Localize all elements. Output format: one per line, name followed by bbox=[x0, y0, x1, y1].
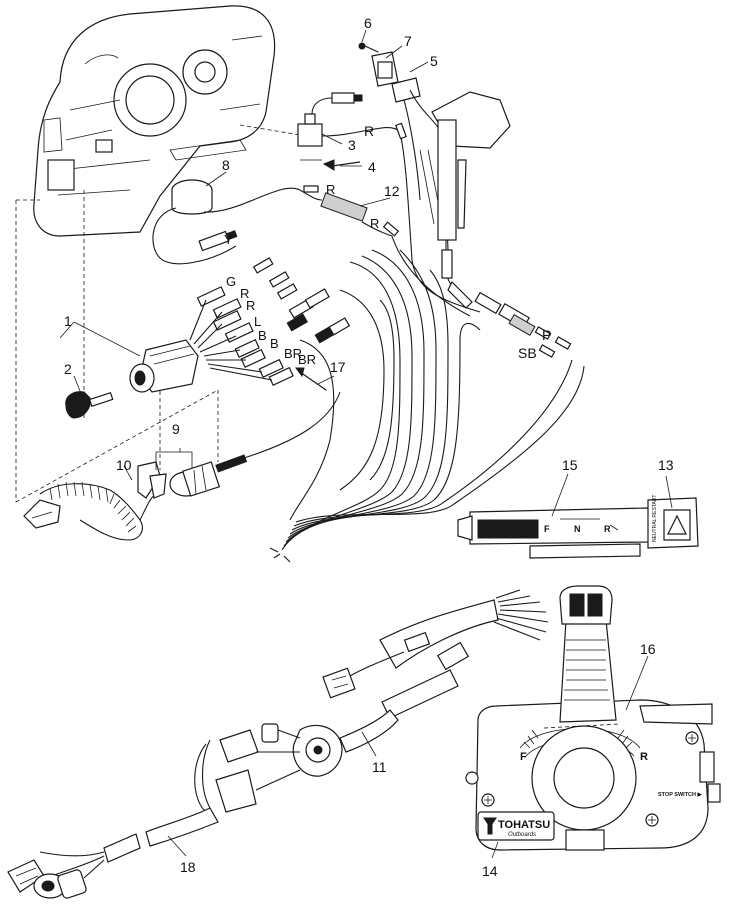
screw-17 bbox=[295, 367, 327, 391]
leader-13 bbox=[665, 475, 673, 509]
wire-label-br2: BR bbox=[298, 352, 316, 367]
shift-decal-assembly bbox=[457, 497, 699, 559]
stop-switch-lanyard bbox=[23, 391, 341, 541]
stop-switch-text: STOP SWITCH ▶ bbox=[658, 791, 703, 798]
term-r-mid bbox=[382, 221, 400, 237]
control-box-housing bbox=[33, 5, 276, 237]
control-lever-housing bbox=[465, 585, 721, 851]
leader-3 bbox=[321, 133, 343, 145]
decal-side-text: NEUTRAL RESTART bbox=[652, 495, 658, 542]
leader-dash-bottom bbox=[15, 389, 219, 503]
resistor-12 bbox=[299, 185, 393, 237]
leader-17 bbox=[317, 375, 335, 385]
top-right-hardware bbox=[358, 42, 511, 251]
leader-1 bbox=[59, 321, 141, 357]
wire-label-p: P bbox=[542, 327, 551, 343]
leader-dash-switch bbox=[239, 124, 301, 136]
wire-right-2 bbox=[391, 235, 471, 317]
ignition-key bbox=[65, 391, 114, 419]
decal-f: F bbox=[544, 524, 550, 534]
callout-3: 3 bbox=[348, 137, 356, 153]
wire-label-r-switch: R bbox=[364, 123, 374, 139]
callout-16: 16 bbox=[640, 641, 656, 657]
callout-15: 15 bbox=[562, 457, 578, 473]
leader-14 bbox=[491, 841, 499, 859]
callout-18: 18 bbox=[180, 859, 196, 875]
wire-label-g: G bbox=[226, 274, 236, 289]
callout-9: 9 bbox=[172, 421, 180, 437]
callout-5: 5 bbox=[430, 53, 438, 69]
leader-dash-left bbox=[15, 199, 40, 502]
leader-2 bbox=[73, 375, 83, 397]
p-sb-connectors bbox=[474, 291, 572, 358]
decal-n: N bbox=[574, 524, 581, 534]
brand-name: TOHATSU bbox=[498, 819, 550, 831]
wire-right-1 bbox=[399, 131, 481, 313]
leader-11 bbox=[361, 731, 377, 757]
wire-label-sb: SB bbox=[518, 345, 537, 361]
callout-12: 12 bbox=[384, 183, 400, 199]
shift-decal-text: F N R NEUTRAL RESTART bbox=[544, 495, 658, 542]
wire-label-l: L bbox=[254, 314, 261, 329]
callout-8: 8 bbox=[222, 157, 230, 173]
brand-sub: Outboards bbox=[508, 832, 536, 838]
callout-1: 1 bbox=[64, 313, 72, 329]
leader-7 bbox=[385, 45, 403, 59]
leader-12 bbox=[359, 197, 391, 207]
callout-14: 14 bbox=[482, 863, 498, 879]
wire-label-b1: B bbox=[258, 328, 267, 343]
main-switch bbox=[129, 339, 199, 393]
clamp-cable-sleeve bbox=[441, 249, 453, 279]
callout-17: 17 bbox=[330, 359, 346, 375]
wire-label-r-mid: R bbox=[370, 216, 379, 231]
buzzer bbox=[152, 179, 301, 265]
wire-label-br1: BR bbox=[284, 346, 302, 361]
callout-6: 6 bbox=[364, 15, 372, 31]
callout-labels: 1 2 3 4 5 6 7 8 9 10 11 12 13 14 15 16 1… bbox=[64, 15, 674, 879]
callout-13: 13 bbox=[658, 457, 674, 473]
leader-5 bbox=[409, 61, 429, 73]
leader-15 bbox=[551, 473, 569, 517]
leader-8 bbox=[205, 171, 227, 187]
neutral-switch bbox=[297, 92, 401, 171]
wire-label-b2: B bbox=[270, 336, 279, 351]
lever-r-mark: R bbox=[640, 751, 648, 763]
decal-r: R bbox=[604, 524, 611, 534]
leader-6 bbox=[361, 29, 367, 43]
clamp-cable-boot bbox=[447, 280, 473, 309]
wire-label-r2: R bbox=[246, 298, 255, 313]
callout-7: 7 bbox=[404, 33, 412, 49]
wire-label-r-top: R bbox=[326, 182, 335, 197]
callout-10: 10 bbox=[116, 457, 132, 473]
leader-10 bbox=[123, 465, 133, 481]
switch-terminals bbox=[189, 257, 351, 386]
wire-label-y: Y bbox=[224, 232, 233, 247]
wire-color-labels: G R R L B B BR BR R R R Y P SB bbox=[224, 123, 551, 367]
leader-16 bbox=[625, 655, 649, 711]
leader-9 bbox=[155, 448, 193, 470]
callout-11: 11 bbox=[372, 759, 387, 775]
lever-f-mark: F bbox=[520, 751, 527, 763]
wire-label-r1: R bbox=[240, 286, 249, 301]
callout-4: 4 bbox=[368, 159, 376, 175]
term-r-top bbox=[395, 122, 407, 140]
housing-text: TOHATSU Outboards STOP SWITCH ▶ F R bbox=[498, 751, 703, 838]
wire-bundle bbox=[269, 249, 585, 563]
harness-assembly bbox=[7, 589, 549, 899]
callout-2: 2 bbox=[64, 361, 72, 377]
leader-18 bbox=[167, 835, 187, 857]
